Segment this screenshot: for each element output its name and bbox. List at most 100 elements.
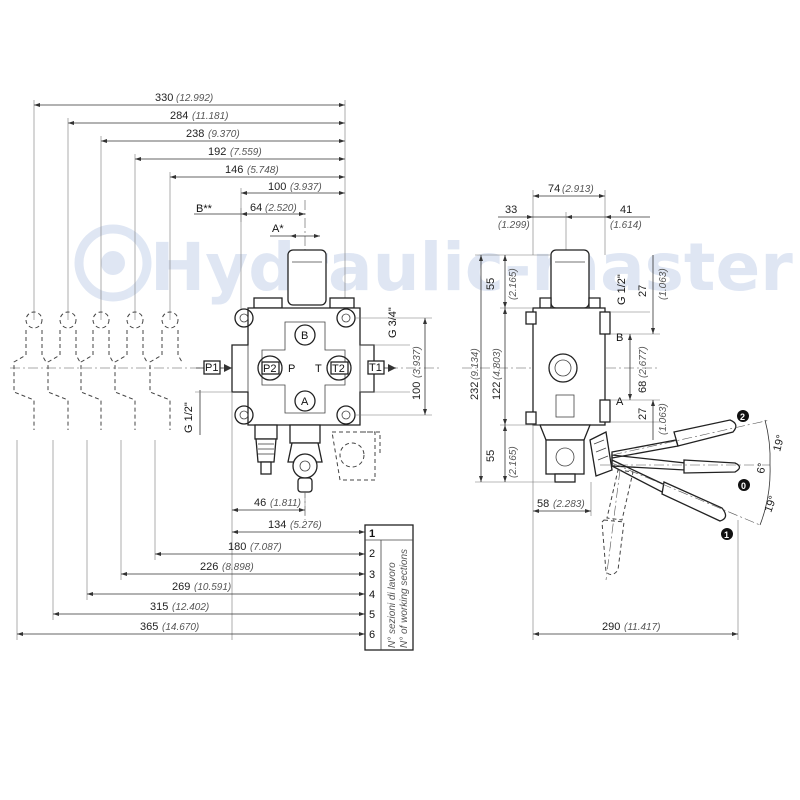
side-view: 74 (2.913) 33 (1.299) 41 (1.614) — [462, 183, 787, 640]
watermark-logo-icon — [74, 224, 152, 302]
label-b-star: B** — [196, 203, 213, 215]
side-dim-27-bottom: 27 — [637, 408, 649, 420]
port-t1-arrow: T1 — [367, 360, 396, 375]
lever-position-2: 2 — [740, 412, 745, 422]
label-g34: G 3/4" — [387, 307, 399, 338]
port-t2-label: T2 — [332, 363, 345, 375]
side-dim-55-top-inch: (2.165) — [508, 268, 519, 300]
side-dim-33-inch: (1.299) — [498, 220, 530, 231]
port-b-icon — [294, 324, 316, 346]
port-a-label: A — [301, 396, 309, 408]
dim-365-inch: (14.670) — [162, 622, 199, 633]
side-body — [525, 249, 611, 483]
side-dim-55-bottom: 55 — [485, 450, 497, 462]
side-dim-58: 58 — [537, 498, 549, 510]
side-dim-41: 41 — [620, 204, 632, 216]
side-dim-55-top: 55 — [485, 278, 497, 290]
lever-angle-19-top: 19° — [771, 434, 787, 453]
side-dim-232: 232 — [469, 382, 481, 400]
dim-269-inch: (10.591) — [194, 582, 231, 593]
lever-position-1-icon — [721, 528, 733, 540]
section-num-6: 6 — [369, 629, 375, 641]
watermark-text: Hydraulic-master — [150, 229, 793, 306]
dim-right-100: 100 — [411, 382, 423, 400]
side-top-dimensions: 74 (2.913) 33 (1.299) 41 (1.614) — [498, 183, 650, 255]
dim-134-inch: (5.276) — [290, 520, 322, 531]
dim-134: 134 — [268, 519, 286, 531]
section-num-1: 1 — [369, 528, 375, 540]
dim-100: 100 — [268, 181, 286, 193]
side-dim-122: 122 — [491, 382, 503, 400]
dim-226-inch: (8.898) — [222, 562, 254, 573]
side-dim-58-inch: (2.283) — [553, 499, 585, 510]
lever-position-1: 1 — [724, 530, 729, 540]
side-bottom-dimensions: 58 (2.283) 290 (11.417) — [532, 425, 739, 640]
front-view: 330 (12.992) 284 (11.181) 238 (9.370) 19… — [10, 92, 440, 651]
label-p: P — [288, 363, 295, 375]
lever-handle-0 — [683, 459, 741, 474]
sections-table: 1 2 3 4 5 6 N° sezioni di lavoro N° of w… — [364, 524, 414, 651]
sections-caption-it: N° sezioni di lavoro — [387, 562, 398, 648]
side-right-dimensions: G 1/2" 27 (1.063) 68 (2.677) 27 (1.063) … — [610, 255, 669, 440]
side-label-g12: G 1/2" — [616, 274, 628, 305]
dim-284-inch: (11.181) — [192, 111, 229, 122]
port-a-icon — [294, 390, 316, 412]
dim-100-inch: (3.937) — [290, 182, 322, 193]
side-dim-27-top-inch: (1.063) — [658, 268, 669, 300]
section-num-2: 2 — [369, 548, 375, 560]
bottom-dimensions: 46 (1.811) 134 (5.276) 180 (7.087) 226 (… — [16, 392, 365, 640]
valve-body: B A P2 T2 P T — [231, 249, 375, 426]
lower-components — [254, 424, 381, 493]
dim-192-inch: (7.559) — [230, 147, 262, 158]
port-p2-icon — [257, 355, 283, 381]
dim-315: 315 — [150, 601, 168, 613]
dim-146-inch: (5.748) — [247, 165, 279, 176]
side-dim-290-inch: (11.417) — [624, 622, 661, 633]
label-g12: G 1/2" — [183, 402, 195, 433]
dim-192: 192 — [208, 146, 226, 158]
side-port-a-label: A — [616, 396, 624, 408]
port-p1-label: P1 — [205, 362, 218, 374]
dim-46: 46 — [254, 497, 266, 509]
side-dim-290: 290 — [602, 621, 620, 633]
lever-angle-6: 6° — [755, 462, 769, 474]
port-p2-label: P2 — [263, 363, 276, 375]
watermark: Hydraulic-master — [74, 224, 793, 306]
section-num-3: 3 — [369, 569, 375, 581]
side-port-b-label: B — [616, 332, 623, 344]
section-profiles — [13, 311, 183, 430]
side-dim-232-inch: (9.134) — [470, 348, 481, 380]
dim-269: 269 — [172, 581, 190, 593]
dim-64-inch: (2.520) — [265, 203, 297, 214]
dim-330-inch: (12.992) — [176, 93, 213, 104]
top-dimensions: 330 (12.992) 284 (11.181) 238 (9.370) 19… — [33, 92, 346, 320]
lever-assembly: 2 0 1 19° 6° 19° — [589, 410, 787, 581]
side-left-dimensions: 232 (9.134) 55 (2.165) 122 (4.803) 55 (2… — [469, 254, 555, 483]
side-dim-74: 74 — [548, 183, 560, 195]
lever-position-2-icon — [737, 410, 749, 422]
side-dim-122-inch: (4.803) — [492, 348, 503, 380]
port-t2-icon — [326, 355, 352, 381]
dim-180-inch: (7.087) — [250, 542, 282, 553]
side-dim-33: 33 — [505, 204, 517, 216]
dim-46-inch: (1.811) — [270, 498, 301, 509]
dim-238: 238 — [186, 128, 204, 140]
left-g12: G 1/2" — [183, 390, 232, 435]
port-b-label: B — [301, 330, 308, 342]
label-t: T — [315, 363, 322, 375]
side-dim-74-inch: (2.913) — [562, 184, 594, 195]
lever-angle-19-bottom: 19° — [763, 494, 780, 514]
dim-226: 226 — [200, 561, 218, 573]
lever-handle-2 — [673, 419, 737, 447]
section-num-5: 5 — [369, 609, 375, 621]
dim-330: 330 — [155, 92, 173, 104]
dim-315-inch: (12.402) — [172, 602, 209, 613]
dim-64: 64 — [250, 202, 262, 214]
dim-146: 146 — [225, 164, 243, 176]
side-dim-41-inch: (1.614) — [610, 220, 642, 231]
lever-position-0-icon — [738, 479, 750, 491]
port-p1-arrow: P1 — [196, 360, 232, 375]
sections-caption-en: N° of working sections — [399, 549, 410, 648]
